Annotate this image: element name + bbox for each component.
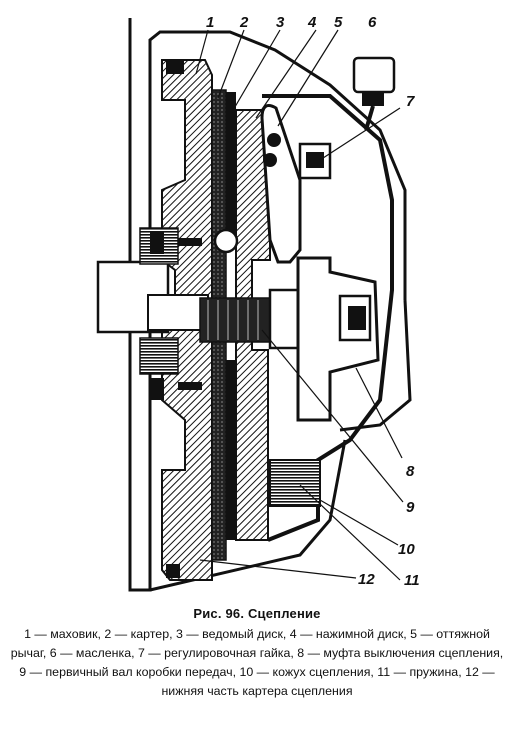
callout-9: 9 bbox=[406, 499, 415, 516]
callout-10: 10 bbox=[398, 541, 415, 558]
driven-disc-lining-lower bbox=[226, 360, 236, 540]
callout-4: 4 bbox=[307, 14, 317, 31]
hub-rivet bbox=[213, 228, 239, 254]
driven-disc-lining bbox=[226, 92, 236, 242]
lever-pivot-lower bbox=[263, 153, 277, 167]
callout-1: 1 bbox=[206, 14, 214, 31]
figure-caption-legend: 1 — маховик, 2 — картер, 3 — ведомый дис… bbox=[10, 627, 504, 698]
callout-3: 3 bbox=[276, 14, 285, 31]
callout-6: 6 bbox=[368, 14, 377, 31]
flywheel-bolts bbox=[150, 60, 202, 578]
callout-7: 7 bbox=[406, 93, 415, 110]
sleeve-bearing-insert bbox=[348, 306, 366, 330]
callout-labels: 1 2 3 4 5 6 7 8 9 10 11 12 bbox=[206, 14, 420, 589]
callout-2: 2 bbox=[239, 14, 249, 31]
callout-8: 8 bbox=[406, 463, 415, 480]
callout-leaders bbox=[195, 29, 404, 581]
primary-shaft bbox=[199, 288, 300, 350]
callout-11: 11 bbox=[404, 572, 420, 589]
clutch-cross-section-drawing: 1 2 3 4 5 6 7 8 9 10 11 12 bbox=[96, 14, 420, 592]
callout-12: 12 bbox=[358, 571, 375, 588]
figure-caption-title: Рис. 96. Сцепление bbox=[193, 606, 321, 621]
pressure-spring bbox=[269, 459, 321, 507]
adjusting-nut bbox=[298, 142, 332, 180]
callout-5: 5 bbox=[334, 14, 343, 31]
lever-pivot bbox=[267, 133, 281, 147]
oiler bbox=[352, 56, 396, 131]
